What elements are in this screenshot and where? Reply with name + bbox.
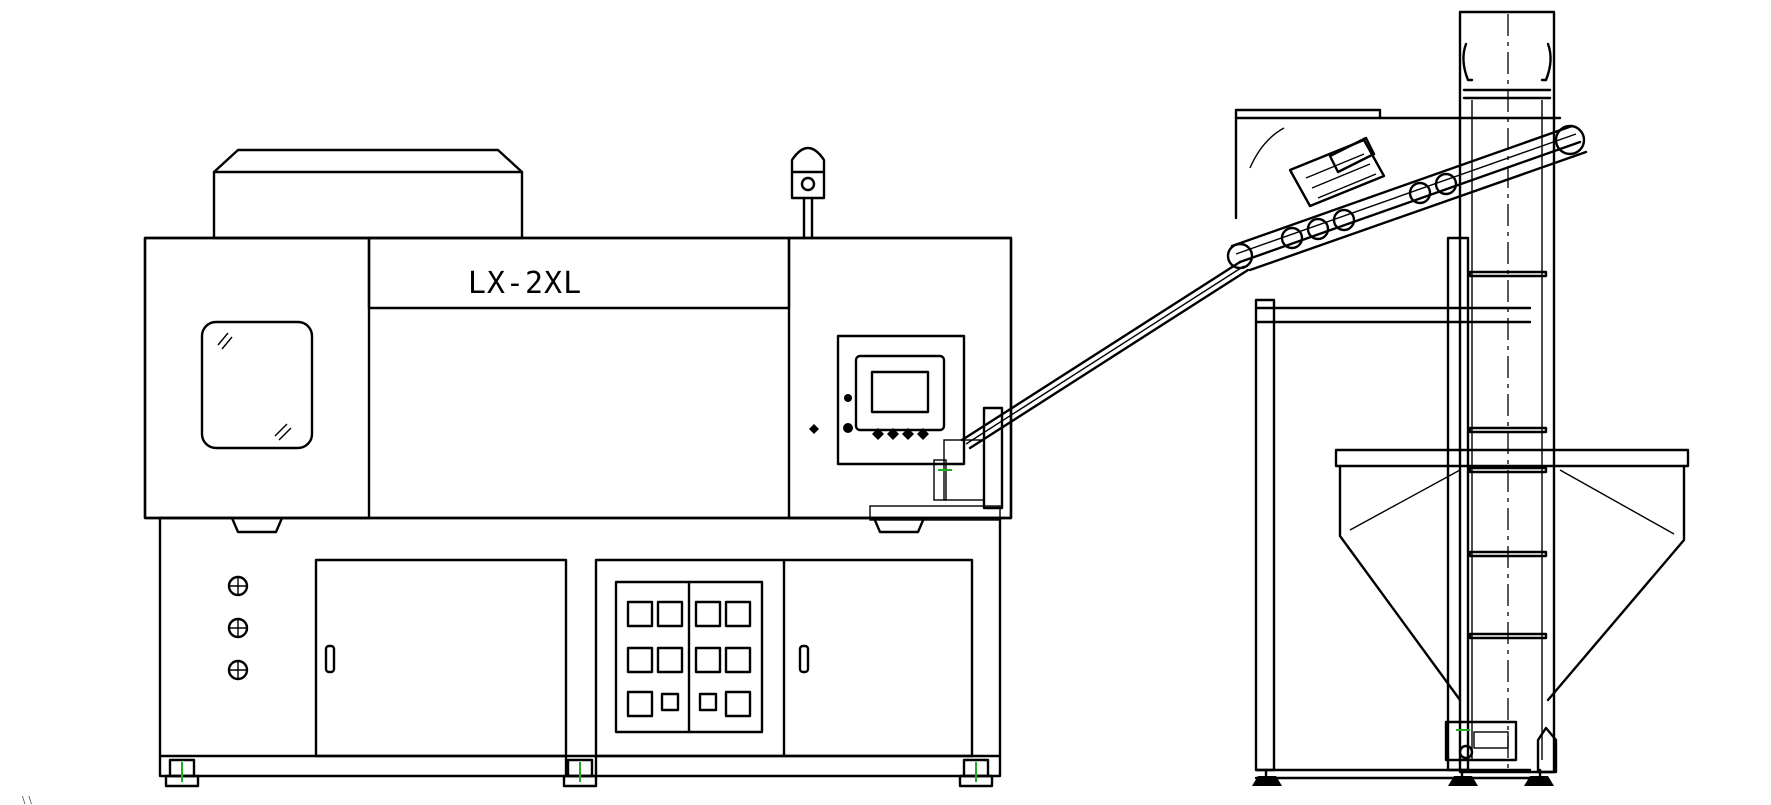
corner-mark: \ \: [22, 795, 33, 805]
signal-tower: [790, 146, 826, 240]
base-knobs: [227, 575, 249, 681]
blow-molding-machine: LX-2XL: [143, 146, 1013, 788]
conveyor-motor: [1288, 136, 1386, 208]
elevator-column: [1458, 10, 1556, 774]
conveyor-rollers: [1226, 124, 1586, 270]
machine-feet: [164, 758, 994, 788]
control-buttons: [809, 394, 929, 440]
hopper: [1334, 448, 1690, 702]
lower-door-left: [314, 558, 568, 758]
elevator-feet: [1252, 768, 1554, 786]
top-hood: [212, 148, 524, 240]
viewing-window: [200, 320, 314, 450]
model-label: LX-2XL: [468, 266, 582, 301]
preform-feeder: [869, 406, 1004, 521]
preform-elevator: [1252, 10, 1690, 786]
right-upper-panel: [787, 236, 1013, 520]
left-upper-panel: [143, 236, 371, 520]
control-panel: [836, 334, 966, 466]
machine-base: [158, 516, 1002, 778]
elevator-drive: [1444, 720, 1558, 774]
control-screen: [870, 370, 930, 414]
elevator-cleats: [1468, 270, 1548, 640]
inclined-conveyor: [960, 108, 1588, 450]
electrical-panel: [614, 580, 764, 734]
